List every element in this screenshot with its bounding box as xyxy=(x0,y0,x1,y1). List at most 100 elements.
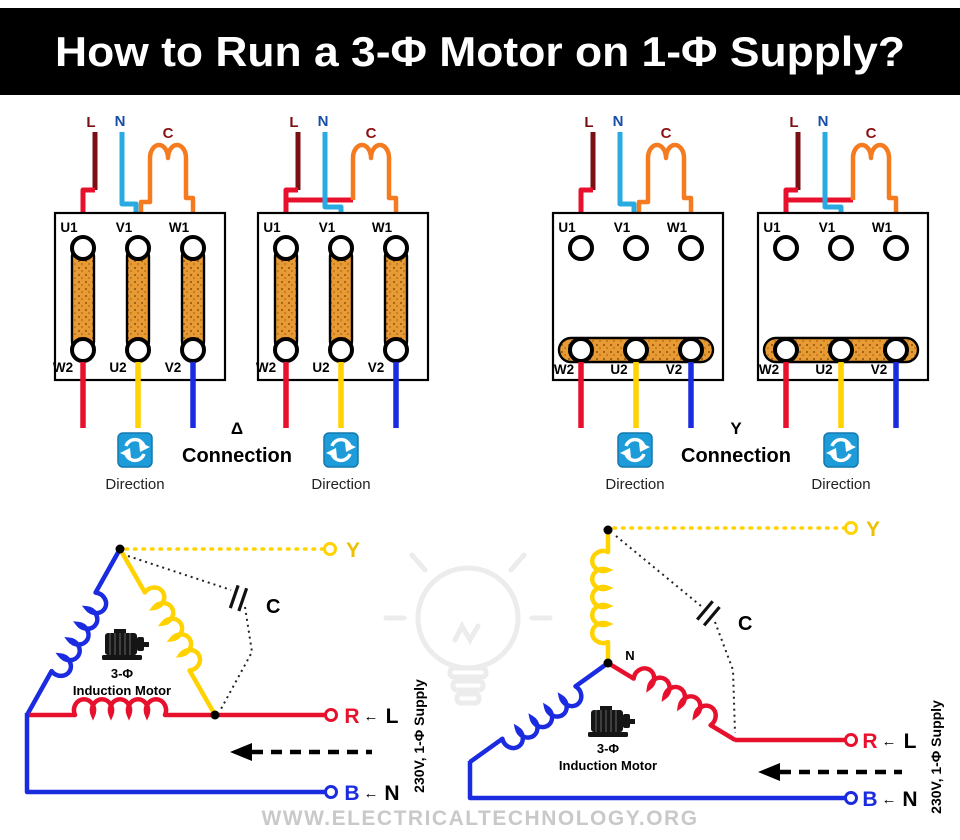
label-live: L xyxy=(86,114,95,131)
label-u1: U1 xyxy=(558,220,576,235)
delta-symbol: Δ xyxy=(231,419,243,438)
label-l: L xyxy=(904,730,917,753)
terminal-v1 xyxy=(328,235,354,261)
terminal-u2 xyxy=(828,337,854,363)
label-v1: V1 xyxy=(116,220,133,235)
arrow-left: ← xyxy=(882,733,897,750)
capacitor-dotted-lead xyxy=(714,621,736,734)
label-capacitor: C xyxy=(738,613,752,635)
terminal-u1 xyxy=(773,235,799,261)
direction-label: Direction xyxy=(811,476,870,493)
arrow-left: ← xyxy=(364,785,379,802)
label-neutral: N xyxy=(318,113,329,130)
link-bar xyxy=(383,244,409,354)
arrow-left: ← xyxy=(882,791,897,808)
connection-row: Direction Direction Direction Direction … xyxy=(105,419,870,493)
terminal-y xyxy=(844,521,858,535)
motor-name-label: Induction Motor xyxy=(73,683,171,698)
terminal-u2 xyxy=(623,337,649,363)
link-bar xyxy=(328,244,354,354)
terminal-r xyxy=(844,733,858,747)
arrow-left: ← xyxy=(364,708,379,725)
direction-label: Direction xyxy=(105,476,164,493)
capacitor-wire xyxy=(350,142,399,244)
label-star-point: N xyxy=(625,648,634,663)
neutral-return-wire xyxy=(467,761,846,801)
label-v1: V1 xyxy=(819,220,836,235)
winding-coil-yellow xyxy=(592,530,611,663)
label-n: N xyxy=(902,788,917,811)
label-neutral: N xyxy=(115,113,126,130)
label-v2: V2 xyxy=(666,362,683,377)
junction-dot xyxy=(603,525,613,535)
terminal-w1 xyxy=(180,235,206,261)
label-y: Y xyxy=(346,539,360,562)
neutral-return-wire xyxy=(24,713,326,795)
terminal-u1 xyxy=(273,235,299,261)
label-b: B xyxy=(862,788,877,811)
terminal-w1 xyxy=(383,235,409,261)
direction-refresh-icon xyxy=(822,431,860,469)
winding-coil-red xyxy=(606,661,737,743)
terminal-box-star-2: L N C U1 V1 W1 W2 U2 V2 xyxy=(756,113,930,428)
terminal-b xyxy=(844,791,858,805)
junction-dot xyxy=(115,544,125,554)
direction-refresh-icon xyxy=(616,431,654,469)
label-live: L xyxy=(789,114,798,131)
terminal-w2 xyxy=(70,337,96,363)
label-u2: U2 xyxy=(610,362,627,377)
label-u1: U1 xyxy=(60,220,78,235)
star-connection-label: Connection xyxy=(681,445,791,467)
label-neutral: N xyxy=(613,113,624,130)
capacitor-wire xyxy=(636,142,694,244)
star-point-dot xyxy=(603,658,613,668)
terminal-box-star-1: L N C U1 V1 W1 W2 U2 V2 xyxy=(551,113,725,428)
terminal-u1 xyxy=(568,235,594,261)
label-capacitor: C xyxy=(661,125,672,142)
terminal-w2 xyxy=(773,337,799,363)
terminal-b xyxy=(324,785,338,799)
winding-coil-red xyxy=(27,699,326,718)
capacitor-dotted-lead xyxy=(615,535,702,607)
terminal-v1 xyxy=(828,235,854,261)
terminal-w1 xyxy=(678,235,704,261)
label-v2: V2 xyxy=(368,360,385,375)
capacitor-wire xyxy=(138,142,196,244)
label-capacitor: C xyxy=(366,125,377,142)
label-v1: V1 xyxy=(614,220,631,235)
capacitor-dotted-lead xyxy=(127,555,232,591)
direction-label: Direction xyxy=(311,476,370,493)
motor-type-label: 3-Φ xyxy=(111,666,134,681)
winding-coil-blue xyxy=(468,661,610,764)
capacitor-dotted-lead xyxy=(220,606,254,710)
label-capacitor: C xyxy=(866,125,877,142)
terminal-v2 xyxy=(883,337,909,363)
motor-name-label: Induction Motor xyxy=(559,758,657,773)
induction-motor-icon xyxy=(587,705,636,738)
star-winding-schematic: Y N C 3-Φ Induction Motor R ← L B ← xyxy=(467,518,944,814)
junction-dot xyxy=(210,710,220,720)
label-w1: W1 xyxy=(872,220,893,235)
label-live: L xyxy=(289,114,298,131)
terminal-u1 xyxy=(70,235,96,261)
terminal-box-delta-1: L N C U1 V1 W1 W2 U2 V2 xyxy=(53,113,227,428)
induction-motor-icon xyxy=(101,628,150,661)
supply-voltage-label: 230V, 1-Φ Supply xyxy=(928,700,944,814)
watermark: WWW.ELECTRICALTECHNOLOGY.ORG xyxy=(261,807,698,830)
capacitor-wire xyxy=(850,142,899,244)
label-u1: U1 xyxy=(263,220,281,235)
terminal-v1 xyxy=(125,235,151,261)
delta-connection-label: Connection xyxy=(182,445,292,467)
label-u1: U1 xyxy=(763,220,781,235)
terminal-v2 xyxy=(383,337,409,363)
rotation-arrow-head xyxy=(230,743,252,761)
terminal-v2 xyxy=(678,337,704,363)
winding-coil-blue xyxy=(25,547,122,716)
terminal-v2 xyxy=(180,337,206,363)
terminal-w1 xyxy=(883,235,909,261)
link-bar xyxy=(125,244,151,354)
header-bar xyxy=(0,8,960,95)
terminal-r xyxy=(324,708,338,722)
terminal-y xyxy=(323,542,337,556)
